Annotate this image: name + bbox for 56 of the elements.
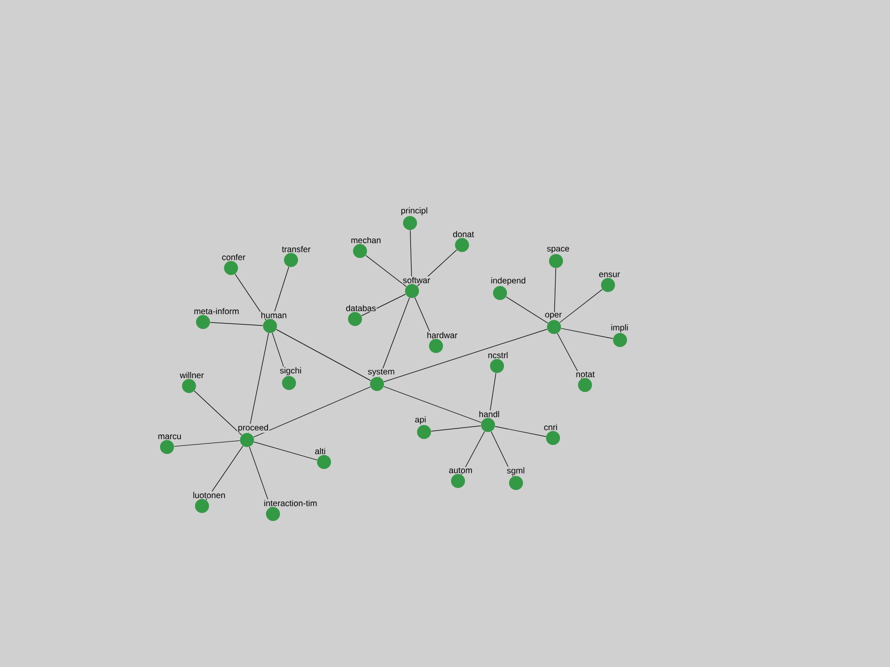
node-dot — [509, 476, 523, 490]
node-dot — [282, 376, 296, 390]
node-dot — [405, 284, 419, 298]
node-dot — [284, 253, 298, 267]
edge-line — [253, 386, 371, 438]
node-label: api — [414, 416, 427, 425]
node-dot — [490, 359, 504, 373]
node-label: impli — [610, 324, 629, 333]
node-dot — [317, 455, 331, 469]
node-dot — [195, 499, 209, 513]
node-dot — [578, 378, 592, 392]
edge-line — [490, 431, 514, 477]
node-dot — [417, 425, 431, 439]
node-dot — [266, 507, 280, 521]
edge-line — [559, 289, 603, 323]
node-dot — [455, 238, 469, 252]
node-dot — [493, 286, 507, 300]
node-dot — [353, 244, 367, 258]
node-dot — [451, 474, 465, 488]
node-dot — [547, 320, 561, 334]
node-dot — [263, 319, 277, 333]
node-dot — [549, 254, 563, 268]
edge-line — [276, 329, 371, 381]
node-dot — [429, 339, 443, 353]
node-dot — [182, 379, 196, 393]
node-dot — [196, 315, 210, 329]
node-label: independ — [490, 276, 526, 286]
edge-line — [384, 328, 548, 382]
edge-line — [174, 440, 240, 447]
edge-line — [379, 297, 410, 378]
edge-line — [494, 426, 546, 437]
node-dot — [601, 278, 615, 292]
edge-line — [383, 386, 482, 423]
edge-line — [560, 328, 614, 339]
edge-line — [430, 425, 482, 432]
node-label: proceed — [237, 424, 270, 433]
edge-line — [194, 390, 242, 436]
node-dot — [546, 431, 560, 445]
edge-line — [557, 333, 582, 379]
node-dot — [240, 433, 254, 447]
edge-line — [365, 255, 407, 287]
node-dot — [160, 440, 174, 454]
node-label: sgml — [506, 466, 526, 476]
node-dot — [613, 333, 627, 347]
node-label: autom — [448, 467, 474, 474]
edge-line — [210, 322, 264, 326]
node-dot — [348, 312, 362, 326]
node-label: notat — [575, 371, 596, 378]
node-dot — [403, 216, 417, 230]
edge-line — [506, 296, 548, 324]
node-label: sigchi — [279, 366, 302, 376]
node-label: principl — [400, 206, 428, 216]
node-dot — [370, 377, 384, 391]
node-dot — [481, 418, 495, 432]
node-dot — [224, 261, 238, 275]
edge-line — [254, 442, 318, 460]
